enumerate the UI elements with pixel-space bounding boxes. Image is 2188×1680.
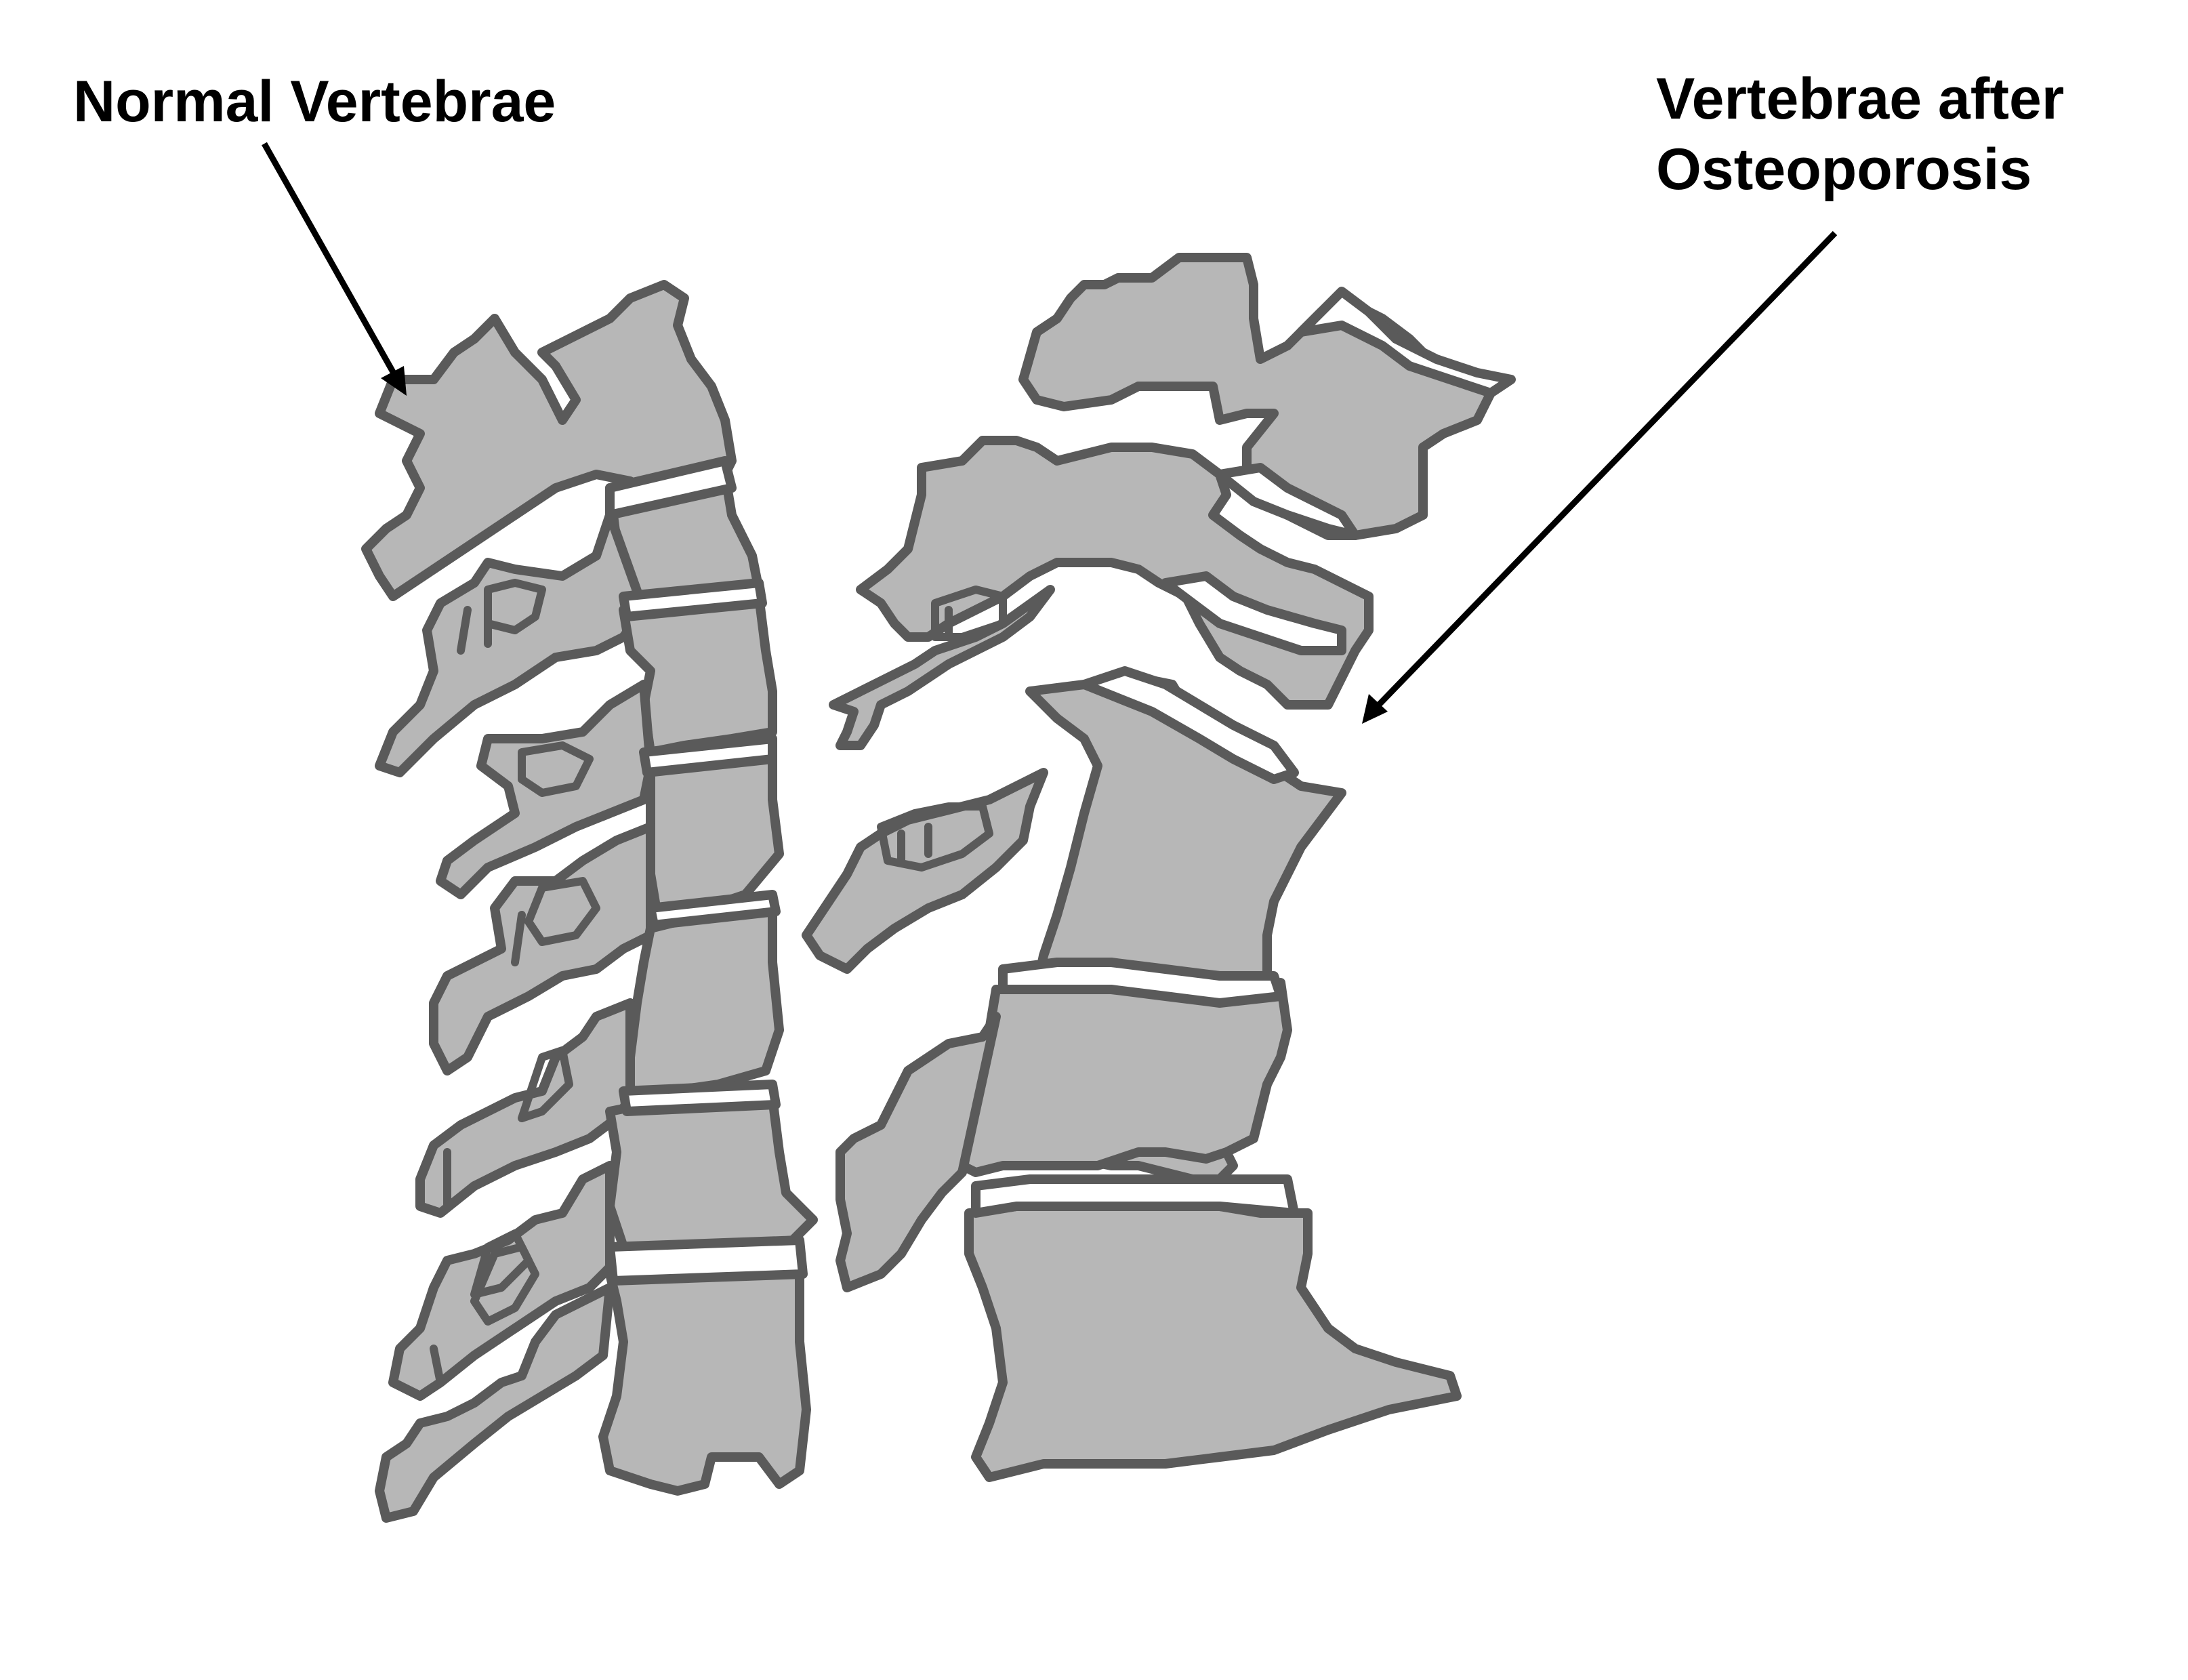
osteo-top-fragment xyxy=(1296,287,1516,398)
normal-spinous-process-7 xyxy=(375,1283,615,1523)
normal-facet-4 xyxy=(511,877,600,966)
normal-disc-2 xyxy=(619,578,767,621)
osteoporosis-vertebrae-label: Vertebrae after Osteoporosis xyxy=(1656,64,2064,205)
normal-vertebra-body-5 xyxy=(619,903,784,1103)
normal-vertebra-body-4 xyxy=(646,747,784,920)
osteo-facet-3 xyxy=(877,802,993,872)
osteo-vertebra-body-3 xyxy=(951,978,1292,1177)
normal-disc-3 xyxy=(639,734,777,777)
osteo-spinous-process-3 xyxy=(802,768,1048,974)
arrow-normal xyxy=(262,142,407,396)
osteo-disc-2 xyxy=(1161,571,1346,655)
normal-spinous-process-6 xyxy=(388,1161,615,1401)
normal-facet-2 xyxy=(457,579,546,655)
osteoporotic-spine xyxy=(802,253,1516,1482)
normal-vertebra-body-7 xyxy=(598,1263,811,1496)
normal-disc-6 xyxy=(605,1235,808,1286)
normal-spinous-process-4 xyxy=(429,822,655,1075)
osteo-disc-1 xyxy=(1215,463,1360,540)
normal-vertebra-body-6 xyxy=(605,1093,818,1252)
normal-spinous-process-2 xyxy=(375,510,648,777)
normal-facet-3 xyxy=(518,741,594,797)
osteo-disc-4 xyxy=(998,958,1285,1008)
normal-disc-4 xyxy=(646,890,781,930)
normal-facet-5 xyxy=(443,1046,573,1210)
arrow-osteoporosis xyxy=(1362,230,1838,724)
osteoporosis-label-line-1: Vertebrae after xyxy=(1656,66,2065,131)
normal-vertebrae-label: Normal Vertebrae xyxy=(73,69,556,134)
normal-spine xyxy=(361,280,818,1523)
osteo-spinous-process-4 xyxy=(835,1012,1001,1292)
osteo-disc-5 xyxy=(971,1174,1299,1218)
osteo-disc-3 xyxy=(1079,666,1299,784)
normal-disc-1 xyxy=(605,456,737,520)
osteo-vertebra-body-4 xyxy=(964,1202,1462,1482)
normal-top-crest xyxy=(361,280,737,601)
osteoporosis-label-line-2: Osteoporosis xyxy=(1656,137,2032,202)
osteo-vertebra-body-1 xyxy=(856,436,1374,710)
osteo-facet-2 xyxy=(931,586,1007,641)
normal-facet-7 xyxy=(430,1243,539,1387)
normal-disc-5 xyxy=(619,1080,781,1116)
